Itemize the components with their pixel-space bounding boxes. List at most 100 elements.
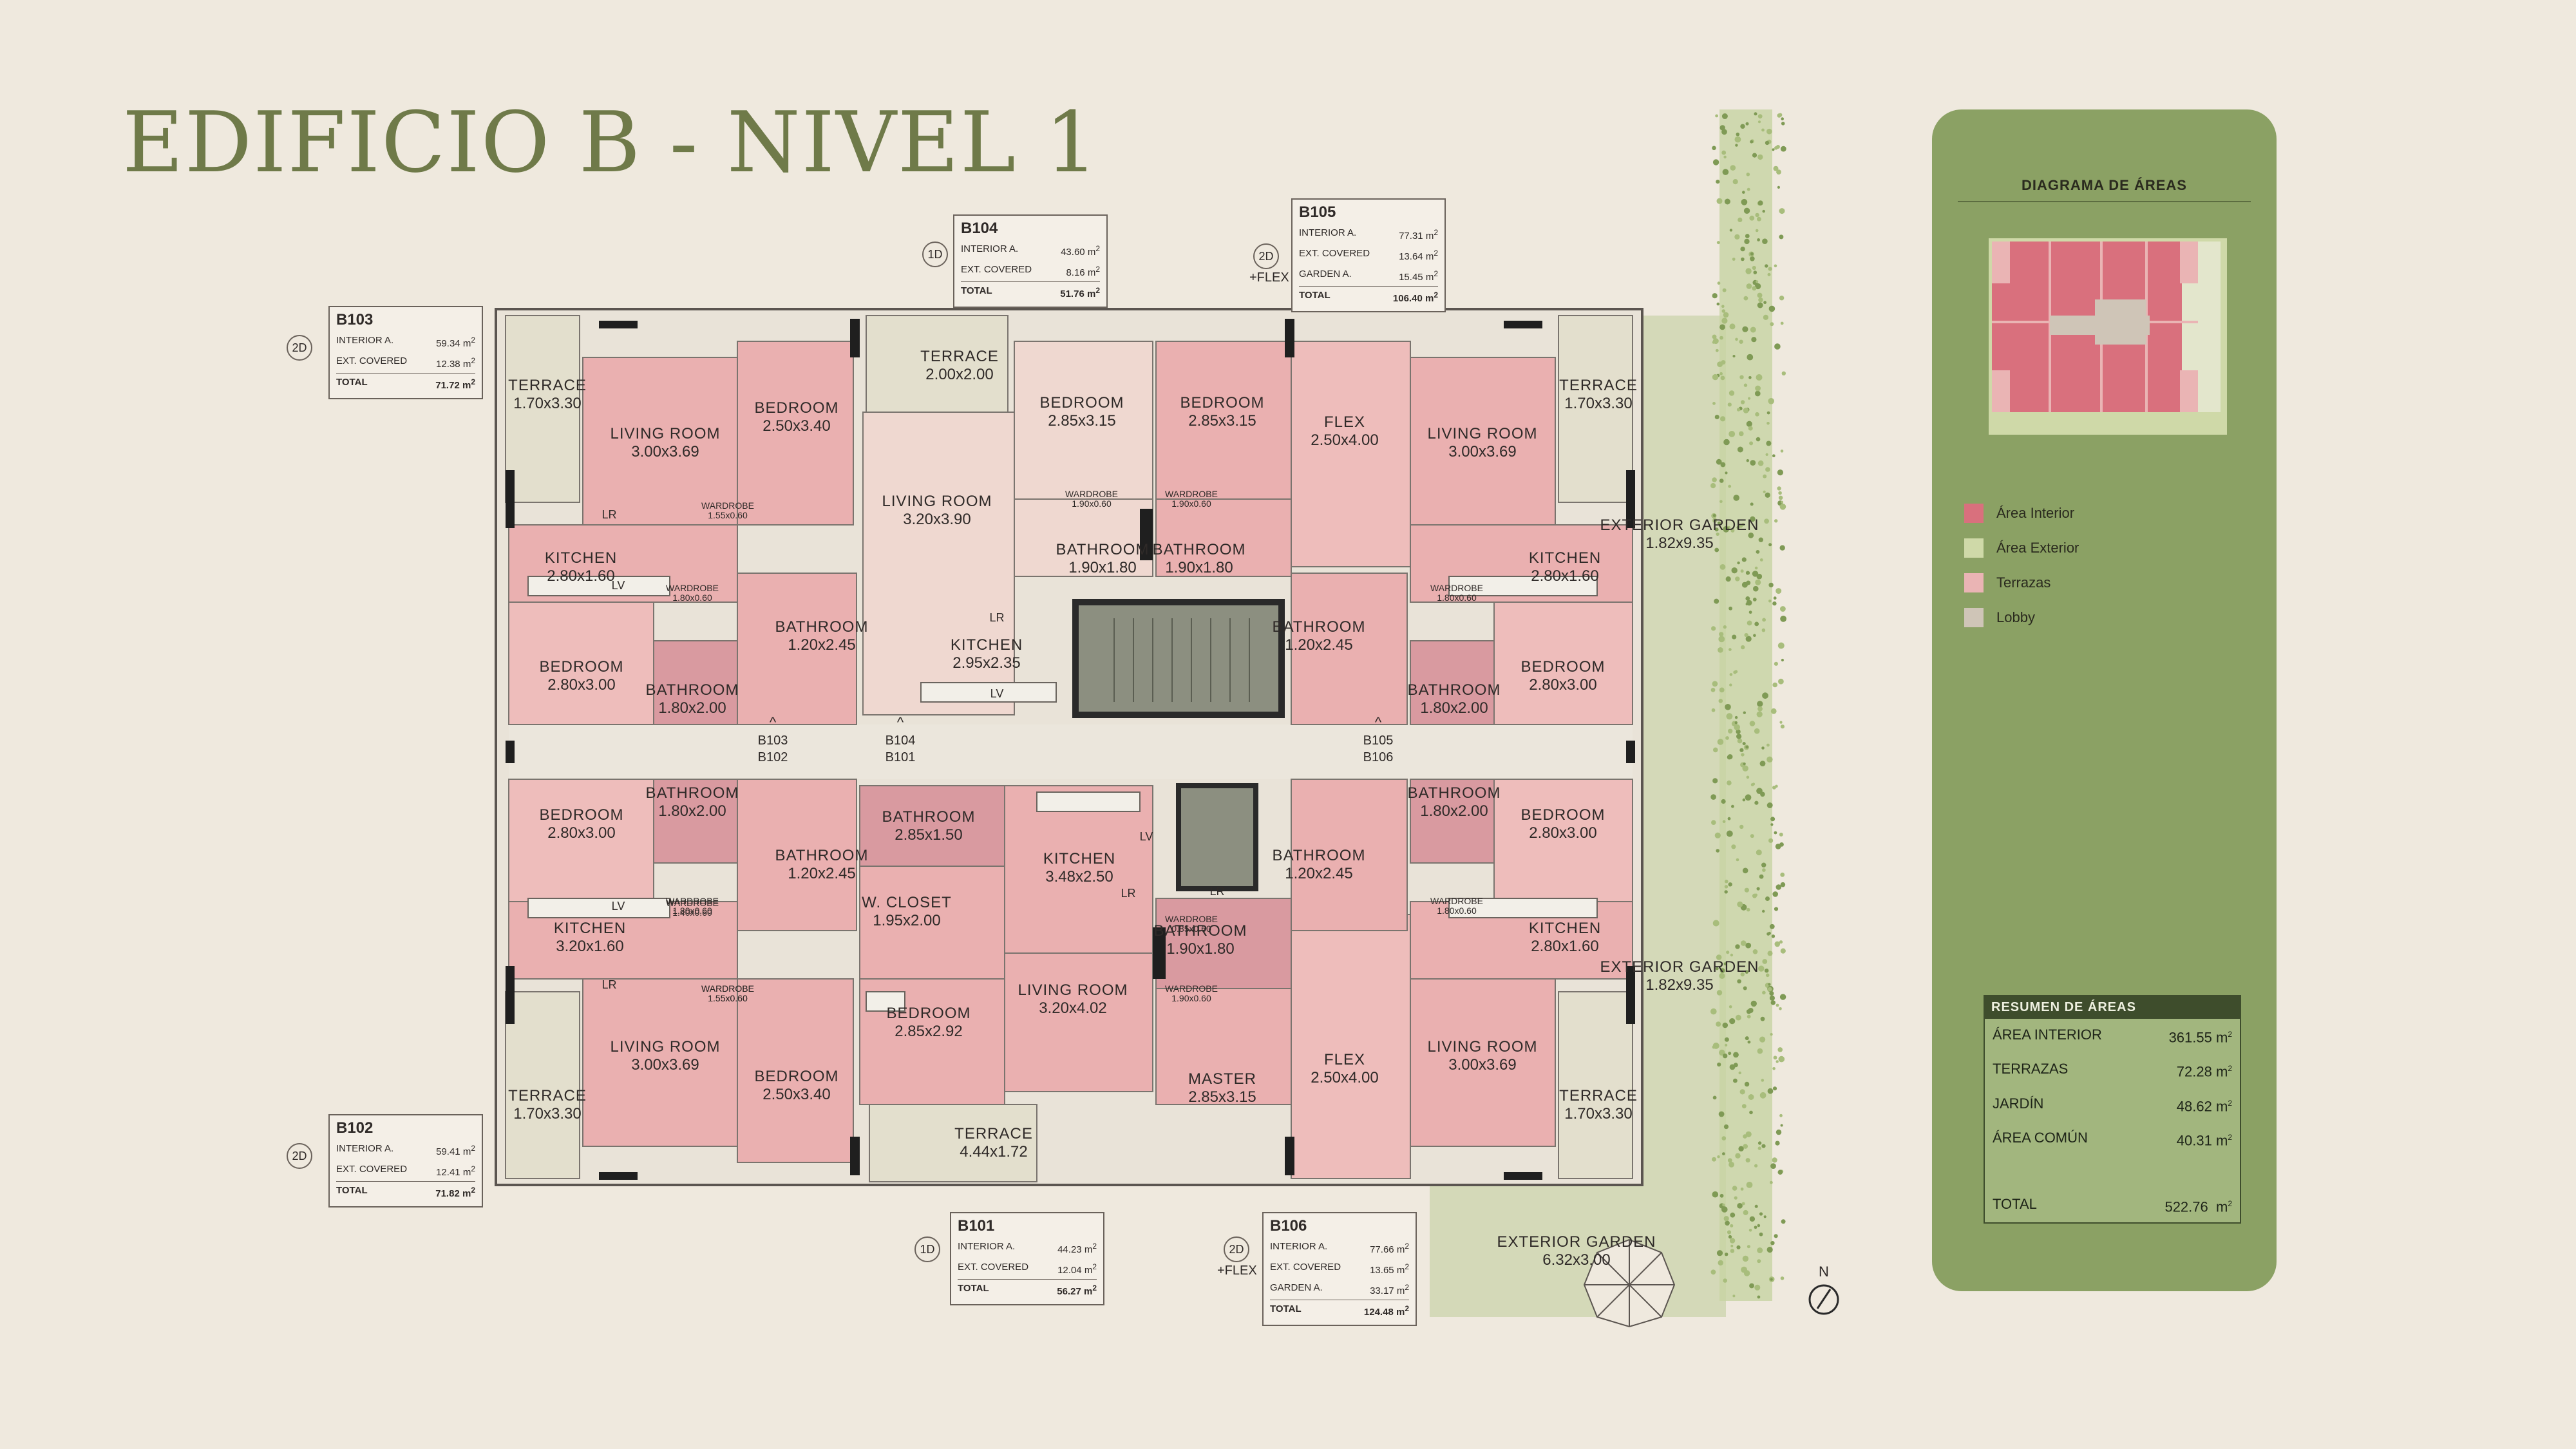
foliage-dot [1778,491,1782,495]
foliage-dot [1761,1144,1766,1148]
foliage-dot [1724,885,1728,889]
foliage-dot [1728,1052,1732,1056]
foliage-dot [1766,1246,1773,1253]
bedroom-count-tag: 2D [1253,243,1279,269]
room-name: BEDROOM [886,1005,971,1022]
foliage-dot [1777,469,1783,476]
total-label: TOTAL [1270,1303,1302,1314]
room-name: BEDROOM [754,399,839,417]
foliage-dot [1752,598,1757,601]
foliage-dot [1742,191,1745,194]
foliage-dot [1773,1056,1777,1060]
room-name: BATHROOM [1272,618,1366,636]
foliage-dot [1757,1048,1763,1054]
unit-superscript: 2 [1095,244,1100,253]
foliage-dot [1736,132,1740,137]
foliage-dot [1741,257,1745,261]
foliage-dot [1740,400,1745,404]
foliage-dot [1723,155,1727,158]
foliage-dot [1760,1016,1765,1021]
foliage-dot [1742,798,1746,802]
room-name: MASTER [1188,1070,1257,1088]
area-value: 15.45 [1399,272,1423,283]
foliage-dot [1781,1219,1786,1224]
foliage-dot [1771,934,1776,938]
foliage-dot [1721,360,1726,365]
area-value: 77.66 [1370,1244,1394,1255]
unit-label: m [1396,1244,1405,1255]
foliage-dot [1743,383,1748,387]
foliage-dot [1758,537,1763,542]
foliage-dot [1712,146,1716,151]
north-arrow-icon [1808,1284,1839,1315]
foliage-dot [1752,265,1756,270]
room-name: LIVING ROOM [882,493,992,510]
unit-area-row: INTERIOR A.59.34 m2 [336,332,475,352]
foliage-dot [1719,632,1724,637]
room-name: BATHROOM [882,808,976,826]
unit-code: B106 [1270,1217,1307,1235]
summary-value: 72.28 [2176,1063,2212,1080]
total-value: 71.72 [435,380,460,391]
foliage-dot [1754,1164,1758,1168]
foliage-dot [1746,580,1751,585]
foliage-dot [1747,1014,1751,1019]
foliage-dot [1747,354,1754,361]
foliage-dot [1755,229,1759,232]
foliage-dot [1739,431,1744,437]
foliage-dot [1717,281,1721,285]
unit-superscript: 2 [2228,1030,2232,1039]
room-name: KITCHEN [544,549,618,567]
foliage-dot [1710,483,1716,489]
foliage-dot [1751,337,1757,343]
foliage-dot [1742,867,1748,874]
room-dimensions: 2.80x3.00 [1529,676,1597,694]
foliage-dot [1770,1033,1773,1036]
summary-label: ÁREA INTERIOR [1993,1027,2102,1043]
unit-superscript: 2 [471,377,475,386]
foliage-dot [1733,1063,1738,1068]
foliage-dot [1750,140,1754,144]
foliage-dot [1761,128,1765,132]
foliage-dot [1712,402,1716,405]
foliage-dot [1730,953,1734,957]
foliage-dot [1780,321,1784,325]
foliage-dot [1743,296,1748,301]
foliage-dot [1768,267,1772,271]
room-name: BATHROOM [1152,541,1246,558]
foliage-dot [1737,901,1743,907]
room-name: KITCHEN [1528,549,1602,567]
unit-label: m [1084,1244,1093,1255]
unit-label: m [462,1167,471,1178]
unit-area-row: GARDEN A.15.45 m2 [1299,265,1438,286]
legend-swatch [1964,538,1984,558]
area-diagram [1989,238,2227,435]
foliage-dot [1729,683,1732,687]
room-name: BATHROOM [645,784,739,802]
foliage-dot [1718,1260,1723,1266]
unit-superscript: 2 [2228,1064,2232,1074]
foliage-dot [1732,258,1736,261]
foliage-dot [1740,940,1747,946]
foliage-dot [1718,636,1725,643]
foliage-dot [1715,114,1719,118]
terrace-b104 [866,315,1009,413]
unit-area-row: INTERIOR A.44.23 m2 [958,1238,1097,1258]
unit-superscript: 2 [1434,249,1438,258]
foliage-dot [1780,1276,1785,1280]
foliage-dot [1710,688,1716,692]
foliage-dot [1712,334,1717,339]
foliage-dot [1757,460,1764,466]
foliage-dot [1745,268,1752,274]
foliage-dot [1752,782,1756,786]
foliage-dot [1772,682,1777,688]
foliage-dot [1748,1008,1754,1013]
area-label: EXT. COVERED [1299,248,1370,259]
